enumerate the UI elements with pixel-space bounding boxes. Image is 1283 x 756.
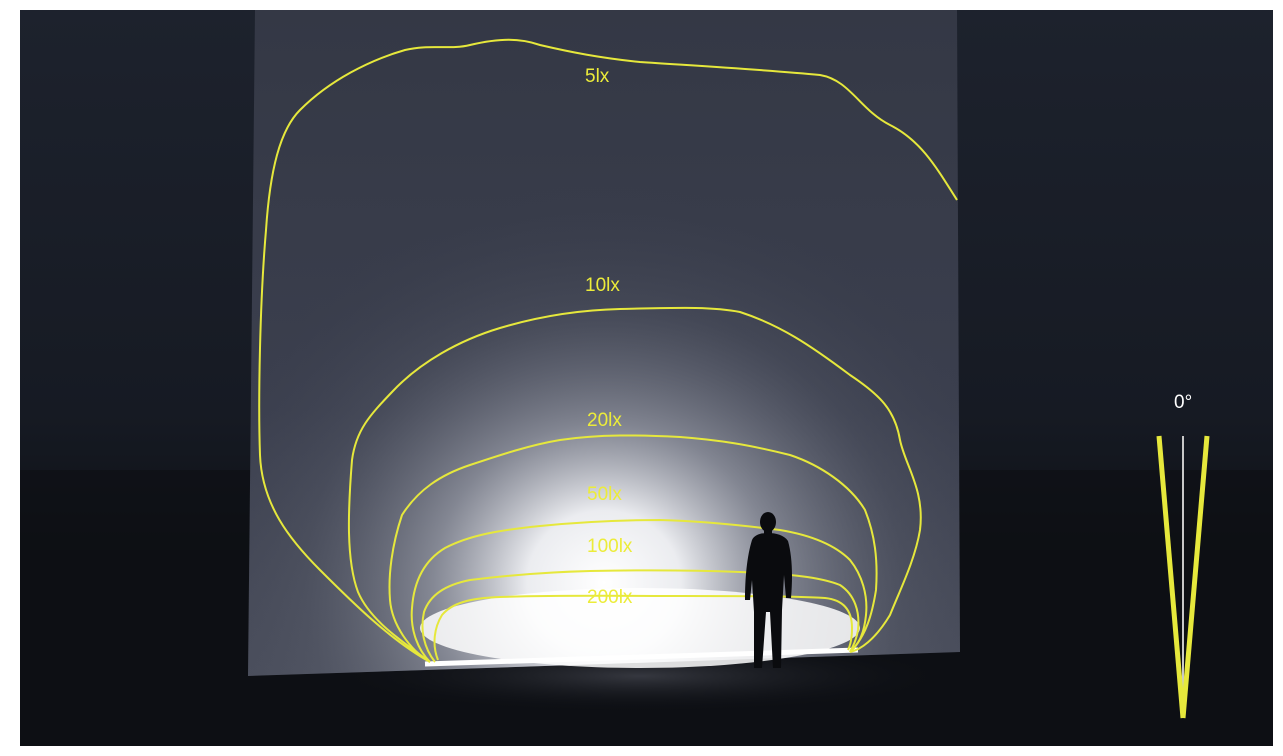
isolux-label-5lx: 5lx xyxy=(585,66,610,87)
person-silhouette xyxy=(745,512,792,668)
luminaire-hotspot xyxy=(420,588,860,668)
isolux-contour-20lx xyxy=(388,434,878,663)
isolux-label-200lx: 200lx xyxy=(587,587,633,608)
isolux-contour-100lx xyxy=(421,569,860,663)
wall-glow xyxy=(248,10,960,676)
isolux-contour-5lx xyxy=(258,38,958,663)
isolux-label-100lx: 100lx xyxy=(587,536,633,557)
isolux-label-20lx: 20lx xyxy=(587,410,622,431)
isolux-label-50lx: 50lx xyxy=(587,484,622,505)
beam-angle-label: 0° xyxy=(1174,392,1193,413)
beam-angle-icon xyxy=(1156,435,1210,719)
isolux-contour-200lx xyxy=(433,594,853,661)
luminaire-line xyxy=(424,647,859,667)
isolux-contour-50lx xyxy=(410,519,868,663)
isolux-contour-10lx xyxy=(347,306,922,663)
isolux-label-10lx: 10lx xyxy=(585,275,620,296)
